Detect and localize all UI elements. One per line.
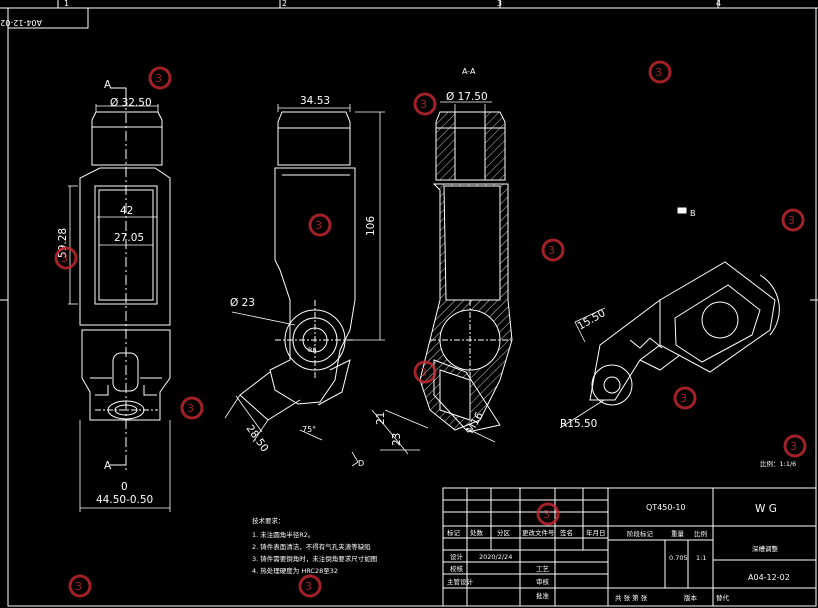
- label-scale: 比例: [694, 529, 707, 538]
- title-date: 2020/2/24: [479, 553, 512, 561]
- label-replace: 替代: [716, 593, 730, 602]
- title-block-text: QT450-10 W G 深槽调整 A04-12-02 2020/2/24 0.…: [447, 503, 790, 602]
- front-view-labels: A A Ø 32.50 42 27.05 59.28 0 44.50-0.50: [57, 79, 153, 506]
- title-part-name: 深槽调整: [752, 544, 779, 553]
- side-view-dims: [224, 104, 385, 467]
- svg-text:3: 3: [790, 440, 797, 453]
- label-version: 版本: [684, 593, 698, 602]
- label-weight: 重量: [671, 530, 685, 538]
- section-view: [419, 111, 513, 433]
- tech-notes-title: 技术要求：: [252, 516, 285, 525]
- iso-view: [589, 207, 780, 406]
- dim-section-b: 23: [391, 433, 403, 446]
- svg-text:3: 3: [187, 402, 194, 415]
- label-change-doc: 更改文件号: [522, 528, 555, 537]
- label-sheets: 共 张 第 张: [615, 593, 648, 602]
- dim-section-top: Ø 17.50: [446, 91, 488, 103]
- svg-text:3: 3: [315, 219, 322, 232]
- dim-side-top: 34.53: [300, 95, 330, 107]
- dim-front-top-diameter: Ø 32.50: [110, 97, 152, 109]
- iso-view-dims: [559, 307, 606, 429]
- tech-note-line: 3. 铸件需要倒角时，未注倒角要求尺寸如图: [252, 554, 377, 563]
- section-view-labels: A-A Ø 17.50 21 23 M16: [375, 67, 488, 446]
- tech-notes: 技术要求： 1. 未注圆角半径R2。 2. 铸件表面清洁，不得有气孔夹渣等缺陷 …: [252, 516, 377, 575]
- side-view: [239, 111, 356, 421]
- label-process: 工艺: [536, 565, 550, 573]
- watermark-logos: 3 3 3 3 3 3 3 3 3 3 3 3 3 3: [54, 60, 807, 598]
- svg-text:3: 3: [788, 214, 795, 227]
- dim-side-radius: R6: [308, 346, 317, 354]
- dim-iso-a: 15.50: [576, 307, 608, 332]
- view-label-b: B: [690, 209, 696, 218]
- title-weight: 0.705: [669, 554, 688, 562]
- title-block: [442, 487, 817, 607]
- label-designer: 设计: [450, 552, 464, 561]
- dim-front-width-inner: 27.05: [114, 232, 144, 244]
- scale-note: 比例：1:1/6: [760, 459, 796, 468]
- svg-text:3: 3: [548, 244, 555, 257]
- svg-text:3: 3: [75, 580, 82, 593]
- dim-iso-radius: R15.50: [560, 418, 597, 430]
- zone-number-2: 2: [282, 0, 287, 8]
- sheet-code-rotated: A04-12-02: [0, 18, 42, 27]
- dim-front-width-outer: 42: [120, 205, 133, 217]
- dim-section-a: 21: [375, 412, 387, 425]
- front-view-dims: [68, 104, 171, 512]
- label-approve: 批准: [536, 591, 550, 600]
- dim-side-height: 106: [365, 216, 377, 236]
- section-title: A-A: [462, 67, 476, 76]
- tech-note-line: 4. 热处理硬度为 HRC28至32: [252, 566, 338, 575]
- dim-front-bottom-tolerance: 0: [121, 481, 128, 493]
- title-drawing-no: A04-12-02: [748, 573, 790, 582]
- view-arrow-d: D: [358, 459, 364, 468]
- label-zone: 分区: [497, 528, 511, 537]
- svg-text:3: 3: [61, 252, 68, 265]
- dim-side-offset: 28.50: [244, 423, 271, 455]
- zone-number-4: 4: [716, 0, 721, 8]
- svg-text:3: 3: [420, 98, 427, 111]
- label-approver: 主管设计: [447, 577, 474, 586]
- tech-note-line: 1. 未注圆角半径R2。: [252, 530, 314, 539]
- section-mark-top: A: [104, 79, 112, 91]
- dim-front-bottom: 44.50-0.50: [96, 494, 153, 506]
- tech-note-line: 2. 铸件表面清洁，不得有气孔夹渣等缺陷: [252, 542, 371, 551]
- label-std: 审核: [536, 577, 550, 586]
- title-material: QT450-10: [646, 503, 686, 512]
- zone-number-1: 1: [64, 0, 69, 8]
- label-ymd: 年月日: [586, 528, 606, 537]
- title-scale: 1:1: [696, 554, 706, 562]
- label-mark: 标记: [447, 528, 461, 537]
- svg-text:3: 3: [655, 66, 662, 79]
- section-mark-bottom: A: [104, 460, 112, 472]
- zone-number-3: 3: [497, 0, 502, 8]
- label-sign: 签名: [560, 528, 573, 537]
- dim-side-hole: Ø 23: [230, 297, 255, 309]
- svg-text:3: 3: [305, 580, 312, 593]
- label-checker: 校核: [450, 564, 464, 573]
- svg-text:3: 3: [420, 366, 427, 379]
- label-stage-mark: 阶段标记: [627, 529, 654, 538]
- title-company: W G: [755, 503, 777, 515]
- svg-text:3: 3: [680, 392, 687, 405]
- section-view-dims: [371, 101, 496, 455]
- front-view: [79, 87, 171, 470]
- svg-text:3: 3: [543, 508, 550, 521]
- svg-text:3: 3: [155, 72, 162, 85]
- label-count: 处数: [470, 528, 484, 537]
- dim-side-angle: 75°: [302, 425, 316, 434]
- zone-numbers: 1 2 3 4: [64, 0, 721, 8]
